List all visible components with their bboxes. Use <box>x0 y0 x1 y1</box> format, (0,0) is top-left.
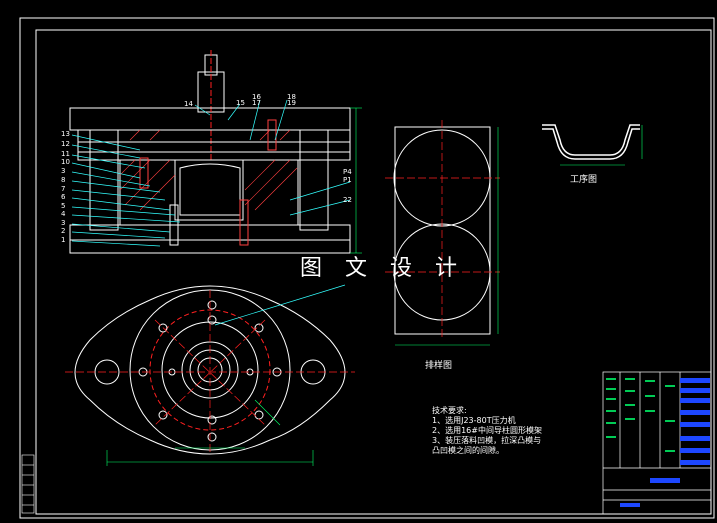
part-number-left-3: 10 <box>61 158 70 166</box>
part-number-left-4: 3 <box>61 167 66 175</box>
tech-requirements-title: 技术要求: <box>432 406 467 415</box>
section-hatching <box>119 129 298 211</box>
part-number-left-8: 5 <box>61 202 66 210</box>
part-number-left-11: 2 <box>61 227 66 235</box>
section-dimensions <box>350 107 362 254</box>
part-number-left-2: 11 <box>61 150 70 158</box>
tech-req-item-1: 1、选用J23-80T压力机 <box>432 416 516 425</box>
strip-centerlines <box>385 120 500 340</box>
part-number-left-6: 7 <box>61 185 66 193</box>
part-number-top-3: 17 <box>252 99 261 107</box>
plan-dimensions <box>106 399 314 466</box>
title-block <box>602 371 712 515</box>
watermark-text: 图 文 设 计 <box>300 256 465 281</box>
part-number-left-1: 12 <box>61 140 70 148</box>
part-number-right-2: 22 <box>343 196 352 204</box>
part-profile <box>542 124 640 160</box>
part-number-left-9: 4 <box>61 210 66 218</box>
part-number-top-5: 19 <box>287 99 296 107</box>
tech-req-item-3: 3、装压落料凹模，拉深凸模与 <box>432 436 542 445</box>
part-number-top-4: 18 <box>287 93 296 101</box>
part-number-top-0: 14 <box>184 100 193 108</box>
die-section-view <box>69 50 351 254</box>
tech-req-item-2: 2、选用16#中间导柱圆形模架 <box>432 426 542 435</box>
tech-requirements: 技术要求: 1、选用J23-80T压力机 2、选用16#中间导柱圆形模架 3、装… <box>432 406 542 456</box>
part-number-left-5: 8 <box>61 176 66 184</box>
title-block-green <box>606 378 675 452</box>
part-number-right-0: P4 <box>343 168 352 176</box>
title-block-fill <box>620 378 710 507</box>
part-number-left-12: 1 <box>61 236 66 244</box>
strip-dimensions <box>395 127 499 346</box>
tech-req-item-4: 凸凹模之间的间隙。 <box>432 446 504 455</box>
process-drawing-label: 工序图 <box>570 175 598 185</box>
inner-frame <box>35 29 712 515</box>
part-number-right-1: P1 <box>343 176 352 184</box>
part-number-left-10: 3 <box>61 219 66 227</box>
plan-leaders <box>214 284 346 326</box>
part-number-top-1: 15 <box>236 99 245 107</box>
part-number-left-0: 13 <box>61 130 70 138</box>
outer-frame <box>19 17 715 519</box>
plan-centerlines <box>65 290 355 455</box>
part-leaders-left <box>71 99 351 247</box>
part-number-top-2: 16 <box>252 93 261 101</box>
part-dimensions <box>560 125 643 166</box>
part-number-left-7: 6 <box>61 193 66 201</box>
revision-strip <box>21 454 35 514</box>
layout-drawing-label: 排样图 <box>425 361 453 371</box>
